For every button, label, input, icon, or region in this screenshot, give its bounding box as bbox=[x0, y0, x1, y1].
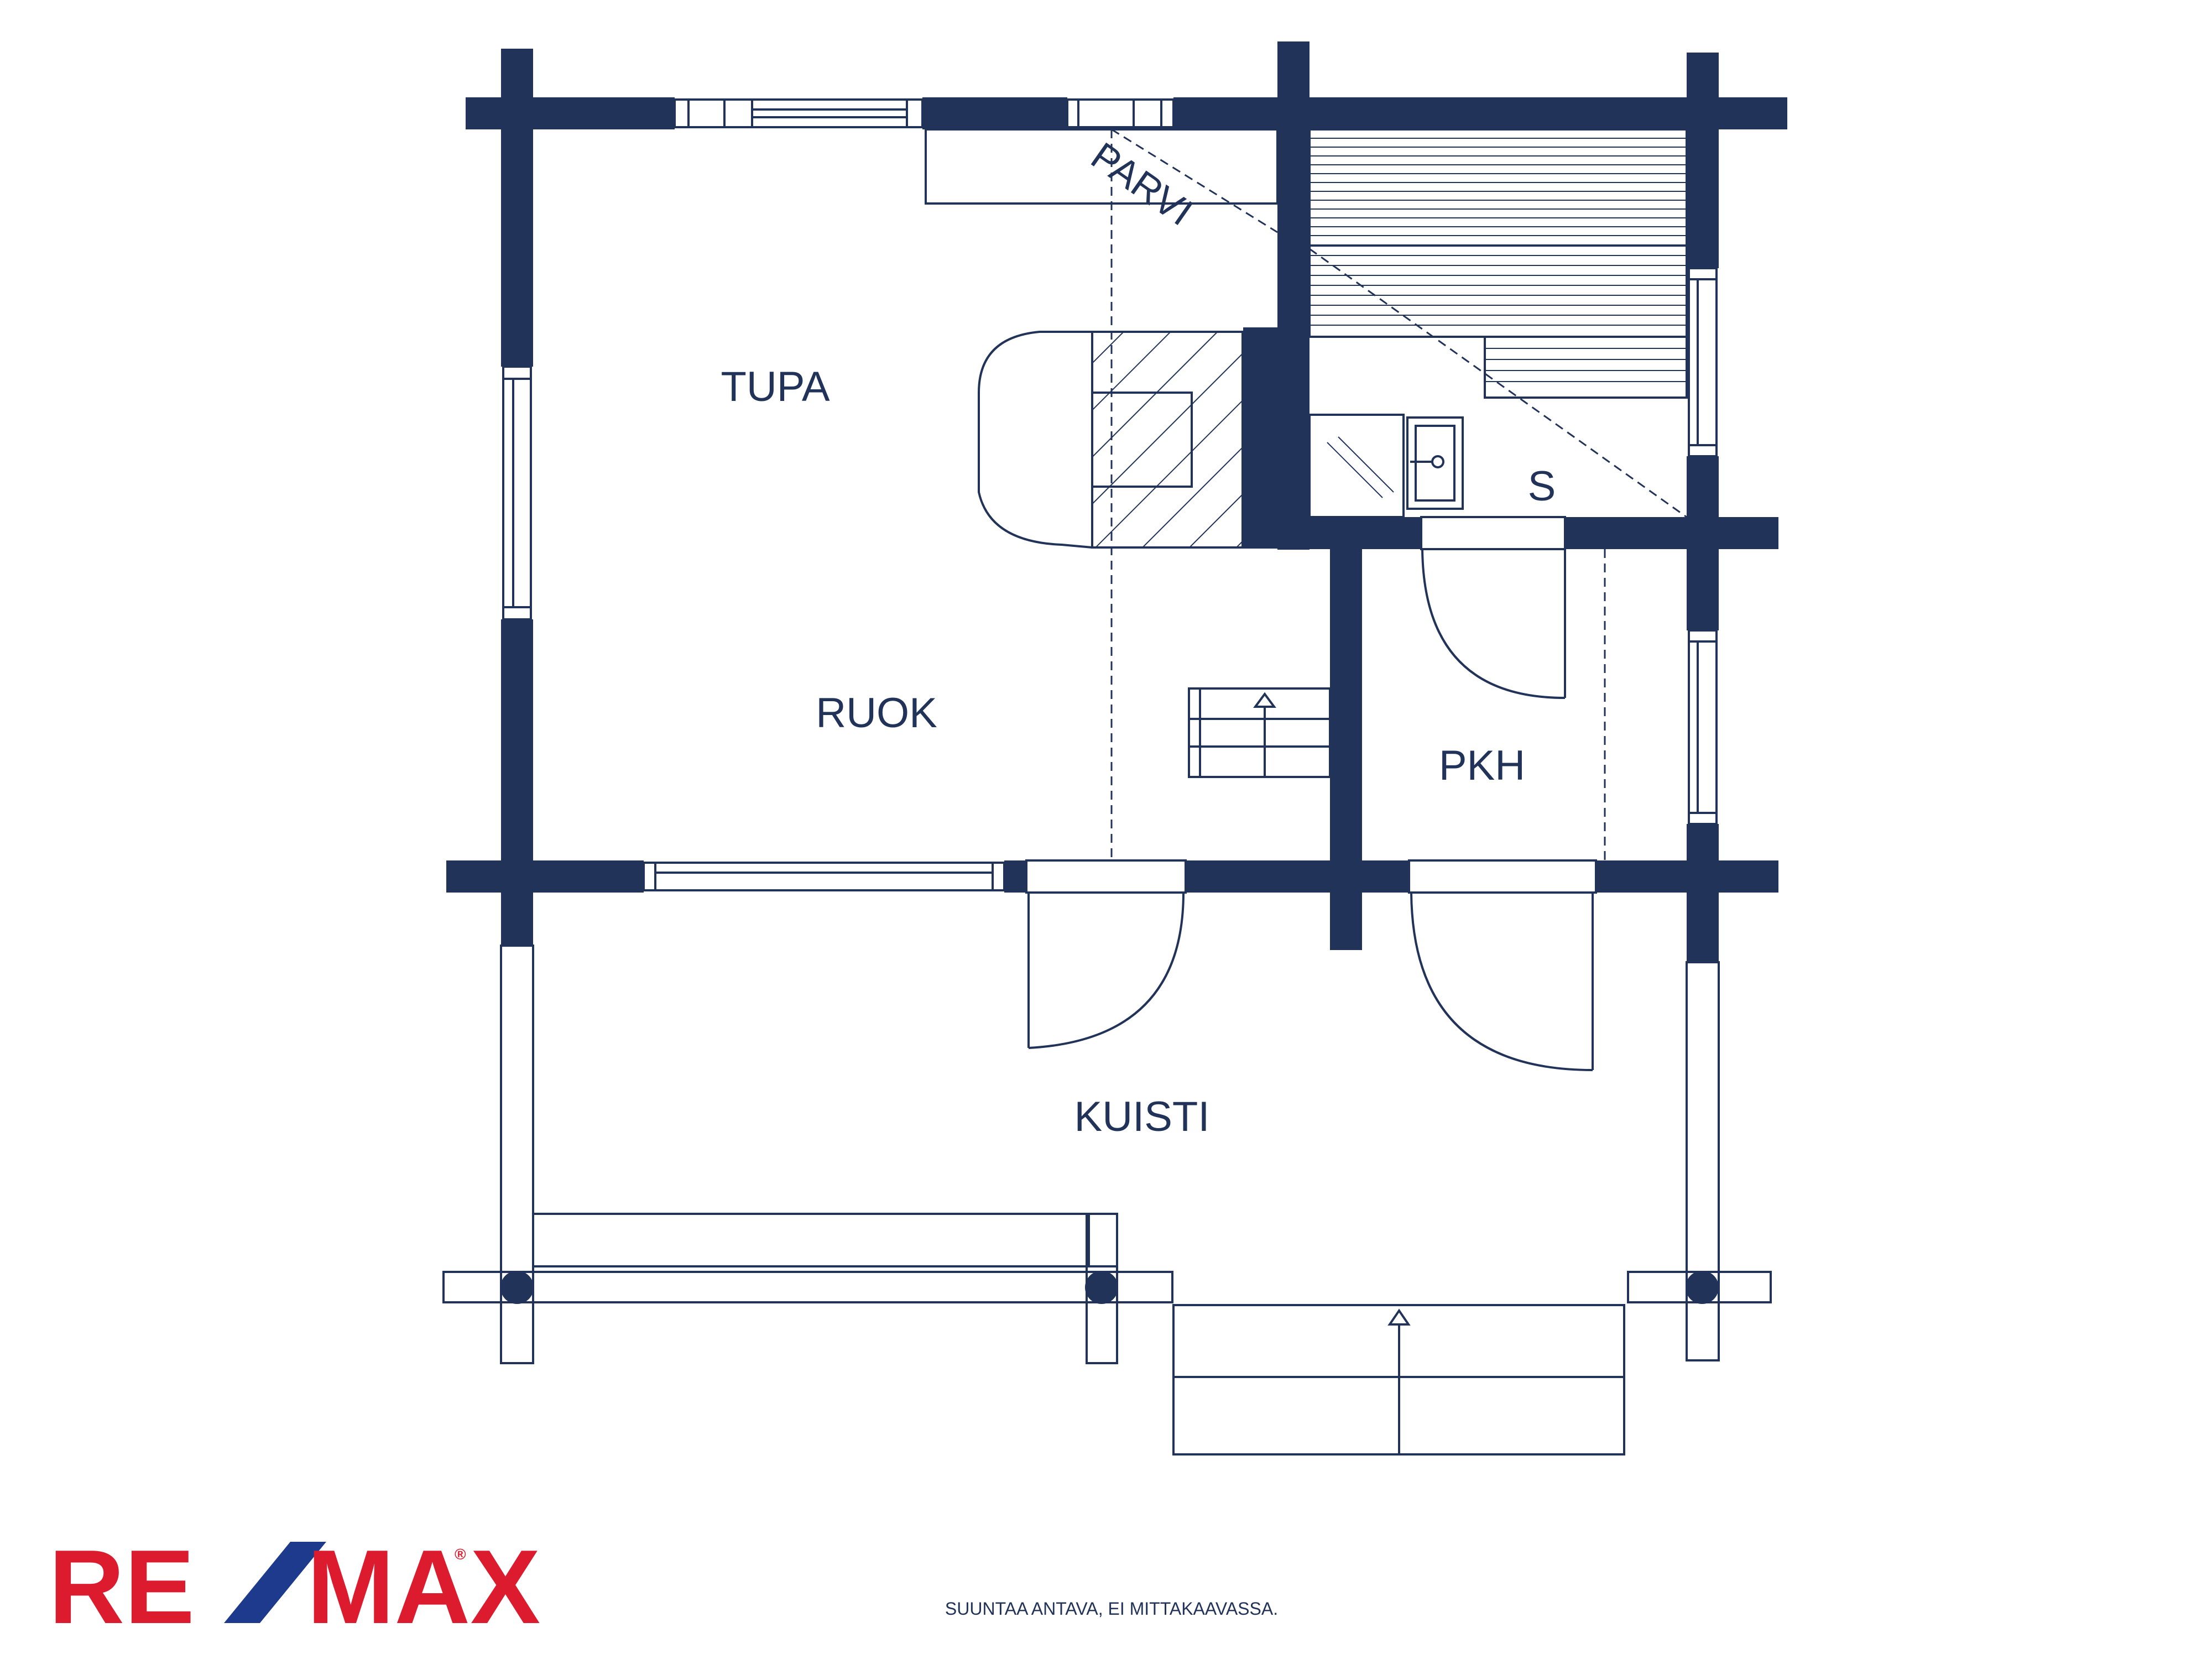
logo-registered-mark: ® bbox=[455, 1546, 466, 1563]
logo-text-re: RE bbox=[49, 1528, 195, 1646]
disclaimer-note: SUUNTAA ANTAVA, EI MITTAKAAVASSA. bbox=[945, 1599, 1278, 1619]
room-label-ruok: RUOK bbox=[816, 690, 937, 737]
room-label-kuisti: KUISTI bbox=[1074, 1093, 1210, 1140]
dashed-lines bbox=[1110, 128, 1687, 860]
walls bbox=[446, 41, 1787, 962]
porch-posts bbox=[500, 1271, 1719, 1304]
remax-logo: RE MAX ® bbox=[49, 1528, 540, 1646]
room-label-pkh: PKH bbox=[1439, 742, 1525, 789]
porch-structure bbox=[442, 945, 1772, 1455]
room-label-sauna: S bbox=[1528, 463, 1556, 510]
windows bbox=[502, 98, 1718, 891]
fixtures bbox=[532, 128, 1688, 1303]
logo-slash bbox=[224, 1542, 326, 1623]
doors bbox=[1025, 516, 1597, 1071]
room-label-tupa: TUPA bbox=[721, 363, 830, 410]
logo-text-max: MAX bbox=[307, 1528, 540, 1646]
